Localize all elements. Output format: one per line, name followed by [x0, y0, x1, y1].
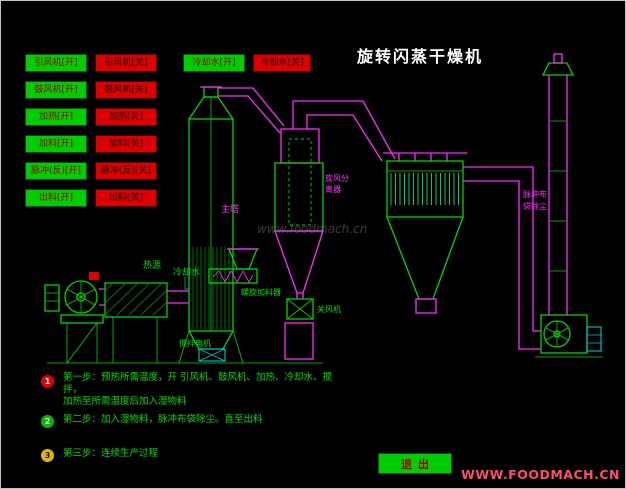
induced-fan-off-button[interactable]: 引风机[关]: [95, 54, 157, 72]
induced-draft-fan: [540, 314, 602, 354]
blower: [44, 272, 105, 364]
step-3-text: 第三步：连续生产过程: [63, 448, 158, 460]
cyclone-separator: [274, 100, 396, 299]
discharge-on-button[interactable]: 出料[开]: [25, 189, 87, 207]
cooling-water-off-button[interactable]: 冷却水[关]: [253, 54, 311, 72]
footer-url: WWW.FOODMACH.CN: [461, 467, 620, 482]
pulse-off-button[interactable]: 脉冲(反)[关]: [95, 162, 157, 180]
duct-tower-to-cyclone: [218, 87, 285, 134]
screw-feeder: [208, 248, 259, 284]
step-2-line-1: 第二步：加入湿物料，脉冲布袋除尘。直至出料: [63, 414, 263, 425]
main-tower-label: 主塔: [221, 203, 239, 215]
cooling-water-line: [184, 277, 189, 290]
step-2-badge: 2: [41, 415, 54, 428]
step-1-line-1: 第一步：预热所需温度，开 引风机、鼓风机、加热、冷却水、搅: [63, 372, 333, 383]
step-3-line-1: 第三步：连续生产过程: [63, 448, 159, 459]
step-1-badge: 1: [41, 375, 54, 388]
heat-source-label: 热源: [143, 259, 161, 271]
pulse-on-button[interactable]: 脉冲(反)[开]: [25, 162, 87, 180]
heating-off-button[interactable]: 加热[关]: [95, 108, 157, 126]
watermark-text: www.foodmach.cn: [257, 222, 367, 236]
step-3-badge: 3: [41, 449, 54, 462]
stack-cap: [553, 53, 563, 64]
fan-motor: [586, 326, 602, 352]
bag-filter-discharge: [415, 298, 437, 314]
feeding-on-button[interactable]: 加料[开]: [25, 135, 87, 153]
heating-on-button[interactable]: 加热[开]: [25, 108, 87, 126]
page-title: 旋转闪蒸干燥机: [357, 47, 484, 66]
main-tower: [178, 86, 244, 364]
bag-filter-label-line1: 脉冲布: [523, 189, 547, 199]
bag-filter-label-line2: 袋除尘: [523, 201, 547, 211]
blower-on-button[interactable]: 鼓风机[开]: [25, 81, 87, 99]
cooling-water-label: 冷却水: [173, 266, 200, 278]
heater: [104, 282, 189, 363]
cyclone-label-line1: 旋风分: [325, 173, 349, 183]
screw-feeder-label: 螺旋加料器: [241, 287, 281, 297]
induced-fan-on-button[interactable]: 引风机[开]: [25, 54, 87, 72]
blower-valve: [89, 272, 99, 280]
cooling-water-on-button[interactable]: 冷却水[开]: [183, 54, 245, 72]
blower-off-button[interactable]: 鼓风机[关]: [95, 81, 157, 99]
agitator-motor: [198, 348, 226, 362]
exit-button[interactable]: 退出: [378, 453, 452, 474]
step-1-line-3: 加热至所需温度后加入湿物料: [63, 396, 187, 407]
discharge-off-button[interactable]: 出料[关]: [95, 189, 157, 207]
step-2-text: 第二步：加入湿物料，脉冲布袋除尘。直至出料: [63, 414, 263, 426]
step-1-text: 第一步：预热所需温度，开 引风机、鼓风机、加热、冷却水、搅 拌， 加热至所需温度…: [63, 372, 332, 408]
rotary-valve: [284, 298, 314, 360]
agitator-label: 搅拌电机: [179, 338, 211, 348]
step-1-line-2: 拌，: [63, 384, 83, 395]
ground-lines: [47, 356, 603, 364]
bag-filter: [383, 152, 467, 314]
rotary-valve-label: 关风机: [317, 304, 341, 314]
duct-bagfilter-to-fan: [463, 166, 541, 350]
exhaust-stack: [541, 53, 575, 315]
feeding-off-button[interactable]: 加料[关]: [95, 135, 157, 153]
cyclone-label-line2: 离器: [325, 184, 341, 194]
discharge-bin: [284, 322, 314, 360]
